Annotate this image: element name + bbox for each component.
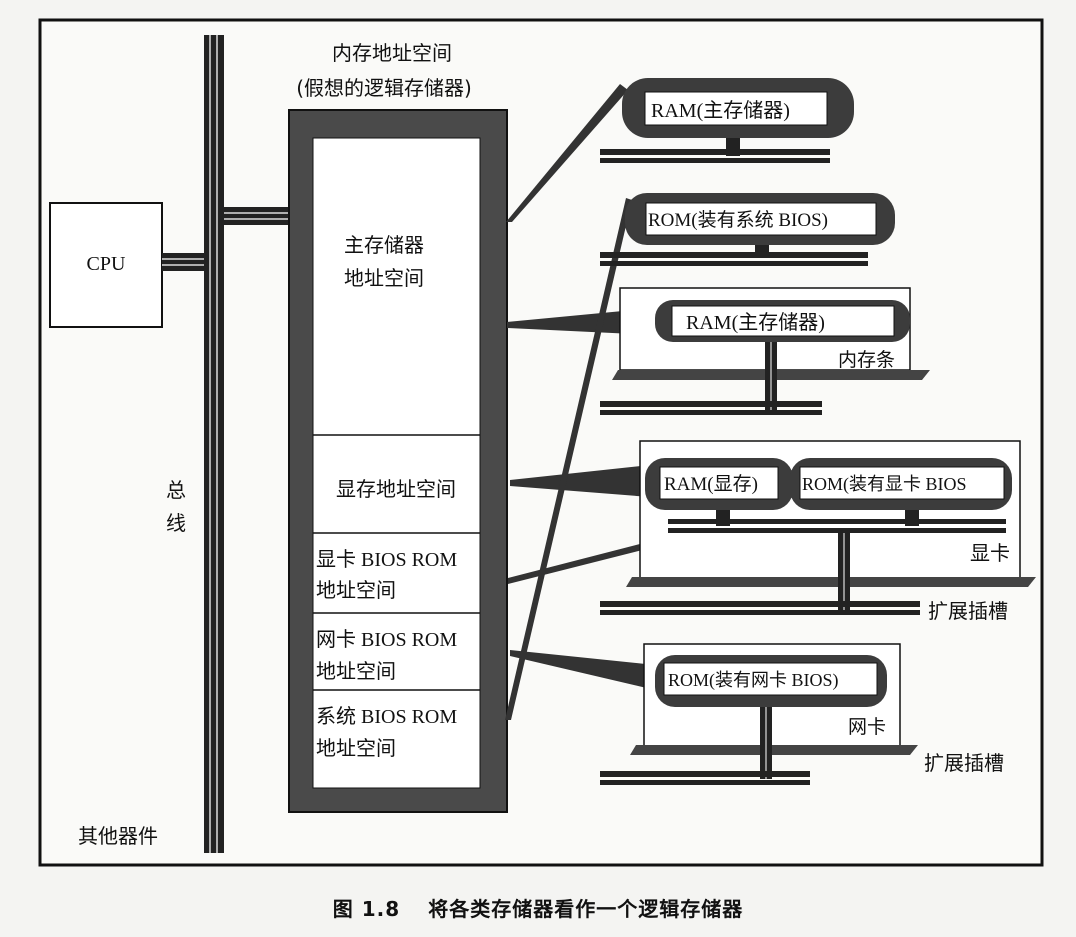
- bus-label-1: 总: [166, 478, 186, 502]
- wedge-nic-rom: [510, 650, 655, 690]
- expansion-slot-label-1: 扩展插槽: [928, 599, 1008, 623]
- system-bus: [204, 35, 224, 853]
- wedge-main-to-ram-stick: [507, 308, 655, 335]
- video-card-label: 显卡: [970, 541, 1010, 565]
- cpu-label: CPU: [87, 253, 126, 275]
- segment-vram-label: 显存地址空间: [336, 477, 456, 501]
- logical-memory-title: 内存地址空间: [332, 41, 452, 65]
- svg-text:ROM(装有系统 BIOS): ROM(装有系统 BIOS): [648, 209, 828, 231]
- segment-main-label-1: 主存储器: [344, 233, 424, 257]
- logical-memory-subtitle: (假想的逻辑存储器): [296, 76, 472, 100]
- memory-stick-label: 内存条: [838, 349, 895, 371]
- figure-title: 将各类存储器看作一个逻辑存储器: [428, 897, 744, 921]
- wedge-main-to-ram-top: [506, 84, 628, 222]
- segment-sys-rom-label-1: 系统 BIOS ROM: [316, 705, 457, 728]
- chip-ram-main-top: RAM(主存储器): [600, 78, 854, 163]
- network-card-label: 网卡: [848, 716, 886, 738]
- bus-memory-connector: [224, 207, 290, 225]
- wedge-vram: [510, 465, 650, 497]
- chip-rom-system-bios: ROM(装有系统 BIOS): [600, 193, 895, 266]
- svg-text:RAM(主存储器): RAM(主存储器): [686, 311, 825, 334]
- logical-memory-inner: [312, 137, 481, 789]
- wedge-sys-rom: [505, 198, 632, 720]
- svg-text:ROM(装有显卡 BIOS: ROM(装有显卡 BIOS: [802, 474, 967, 495]
- svg-text:RAM(主存储器): RAM(主存储器): [651, 99, 790, 122]
- video-card-board: RAM(显存) ROM(装有显卡 BIOS 显卡 扩展插槽: [600, 440, 1036, 623]
- other-devices-label: 其他器件: [78, 824, 158, 848]
- expansion-slot-label-2: 扩展插槽: [924, 751, 1004, 775]
- segment-vga-rom-label-2: 地址空间: [316, 578, 396, 602]
- figure-caption: 图 1.8 将各类存储器看作一个逻辑存储器: [0, 893, 1076, 922]
- segment-nic-rom-label-2: 地址空间: [316, 659, 396, 683]
- segment-sys-rom-label-2: 地址空间: [316, 736, 396, 760]
- bus-label-2: 线: [166, 511, 186, 535]
- cpu-box: [49, 202, 163, 328]
- segment-vga-rom-label-1: 显卡 BIOS ROM: [316, 548, 457, 571]
- figure-number: 图 1.8: [332, 897, 401, 921]
- svg-text:RAM(显存): RAM(显存): [664, 473, 758, 495]
- segment-nic-rom-label-1: 网卡 BIOS ROM: [316, 628, 457, 651]
- network-card-board: ROM(装有网卡 BIOS) 网卡 扩展插槽: [600, 643, 1004, 785]
- segment-main-label-2: 地址空间: [344, 266, 424, 290]
- cpu-bus-connector: [162, 253, 208, 271]
- svg-text:ROM(装有网卡 BIOS): ROM(装有网卡 BIOS): [668, 670, 839, 691]
- memory-stick-board: RAM(主存储器) 内存条: [600, 287, 930, 415]
